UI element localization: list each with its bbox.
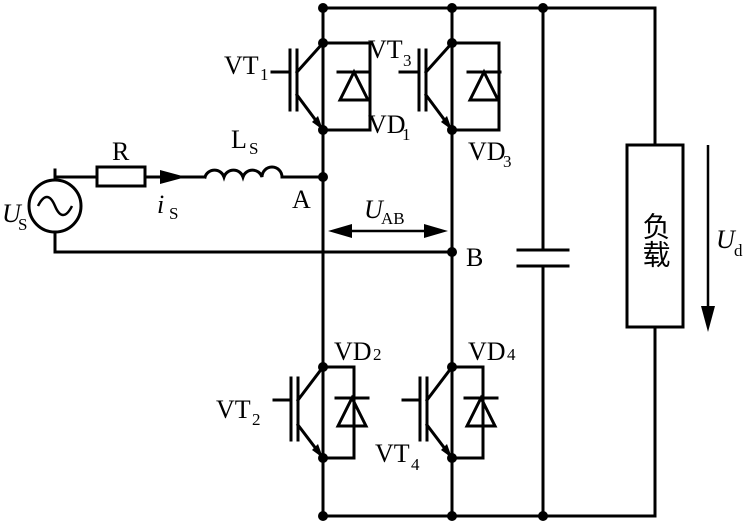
load-label: 负载 bbox=[639, 212, 672, 268]
is-subscript: S bbox=[169, 204, 178, 223]
diode-vd2 bbox=[334, 394, 370, 428]
node-b-label: B bbox=[466, 243, 483, 272]
vt2-label: VT bbox=[216, 395, 251, 424]
uab-arrow bbox=[328, 224, 448, 238]
uab-label: U bbox=[364, 195, 385, 224]
switch-vt3 bbox=[398, 40, 501, 133]
node-a-label: A bbox=[292, 185, 311, 214]
load-resistor bbox=[625, 6, 685, 518]
ud-arrow bbox=[701, 145, 715, 332]
uab-subscript: AB bbox=[381, 209, 405, 228]
vd3-subscript: 3 bbox=[503, 152, 512, 171]
vd1-label: VD bbox=[368, 110, 406, 139]
ac-source-icon bbox=[27, 178, 83, 234]
ud-label: U bbox=[716, 225, 737, 254]
current-arrow-icon bbox=[160, 170, 186, 184]
vd4-subscript: 4 bbox=[507, 345, 516, 364]
ls-label: L bbox=[231, 125, 247, 154]
ud-subscript: d bbox=[734, 241, 743, 260]
vt3-label: VT bbox=[368, 35, 403, 64]
vd1-subscript: 1 bbox=[402, 125, 411, 144]
inductor-ls bbox=[203, 165, 284, 182]
vt1-subscript: 1 bbox=[260, 65, 269, 84]
switch-vt4 bbox=[401, 364, 485, 461]
vt2-subscript: 2 bbox=[252, 410, 261, 429]
diode-vd1 bbox=[336, 68, 372, 102]
diode-vd4 bbox=[463, 394, 499, 428]
diode-vd3 bbox=[466, 68, 502, 102]
vt4-label: VT bbox=[375, 439, 410, 468]
ls-subscript: S bbox=[249, 139, 258, 158]
switch-vt2 bbox=[272, 364, 356, 461]
is-label: i bbox=[157, 190, 164, 219]
us-label: U bbox=[2, 199, 23, 228]
r-label: R bbox=[112, 137, 130, 166]
switch-vt1 bbox=[270, 40, 372, 133]
vt4-subscript: 4 bbox=[411, 455, 420, 474]
vd2-subscript: 2 bbox=[373, 345, 382, 364]
junction-dots bbox=[318, 3, 548, 521]
vd3-label: VD bbox=[468, 137, 506, 166]
vt3-subscript: 3 bbox=[403, 51, 412, 70]
us-subscript: S bbox=[18, 215, 27, 234]
dc-capacitor bbox=[516, 6, 570, 518]
vd2-label: VD bbox=[334, 337, 372, 366]
vt1-label: VT bbox=[224, 51, 259, 80]
vd4-label: VD bbox=[468, 337, 506, 366]
resistor-r bbox=[95, 165, 147, 188]
